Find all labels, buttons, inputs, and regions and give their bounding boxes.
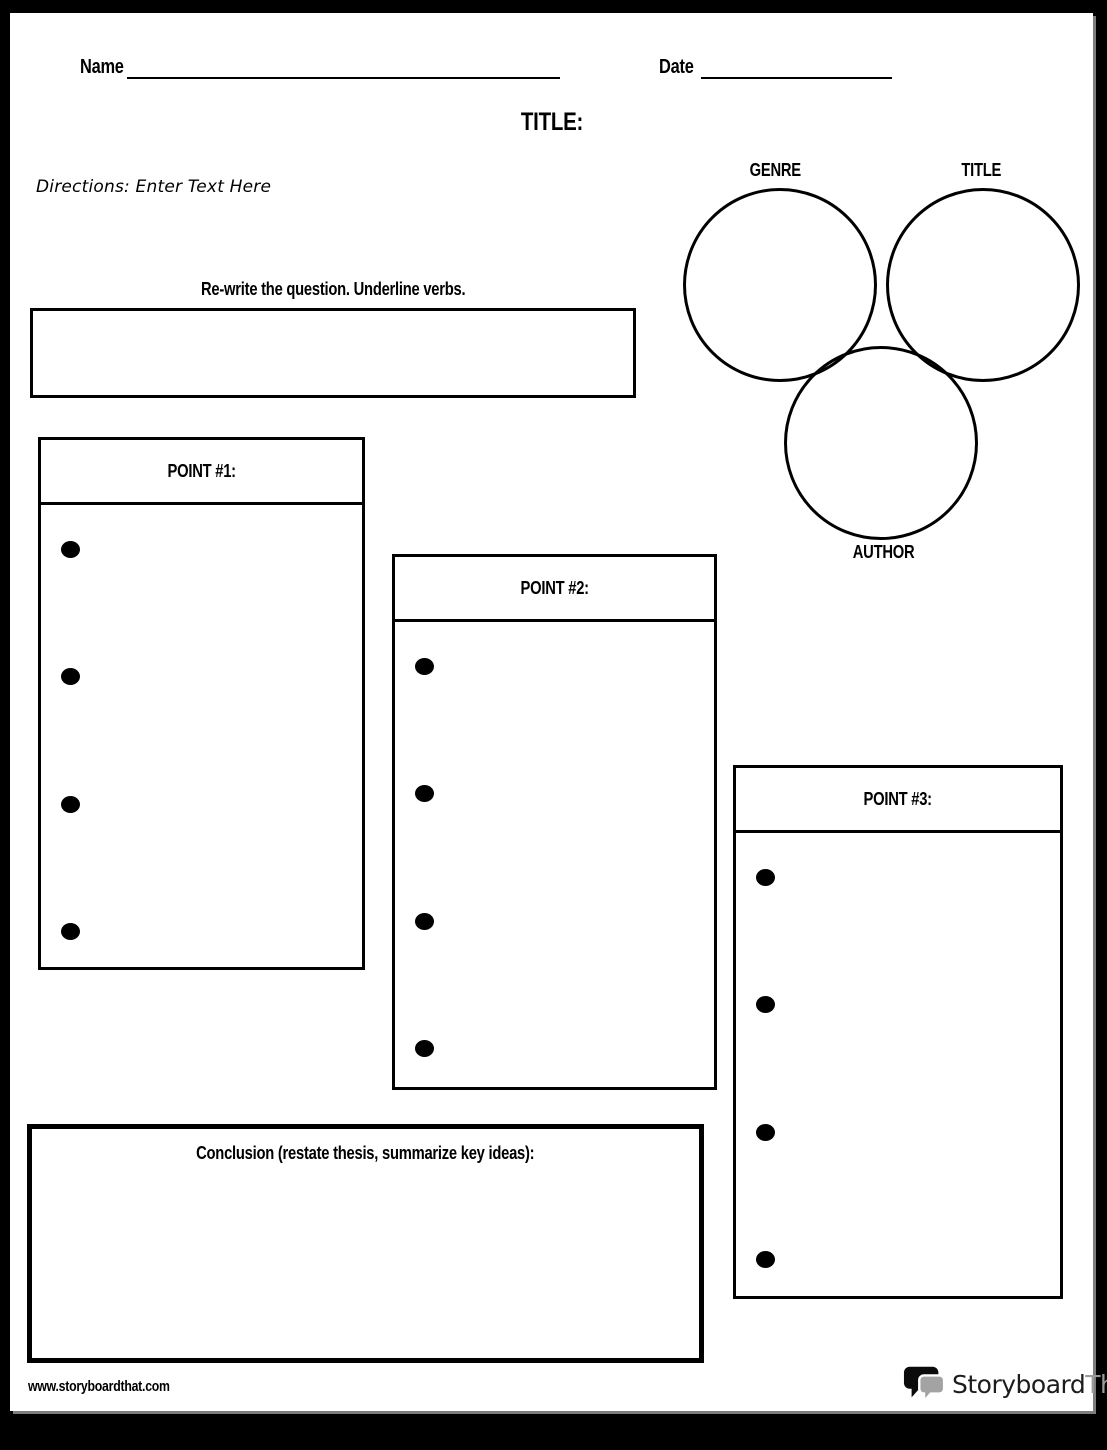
- point-3-label: POINT #3:: [863, 788, 933, 809]
- bullet-dot-icon: [61, 796, 80, 813]
- bullet-dot-icon: [415, 1040, 434, 1057]
- name-label: Name: [80, 56, 133, 79]
- date-label-text: Date: [659, 56, 694, 78]
- storyboardthat-logo: StoryboardThat: [903, 1362, 1107, 1406]
- logo-wordmark-secondary: That: [1085, 1369, 1107, 1399]
- point-2-body[interactable]: [395, 622, 714, 1087]
- question-heading: Re-write the question. Underline verbs.: [30, 279, 636, 300]
- point-2-label: POINT #2:: [520, 577, 589, 598]
- bullet-dot-icon: [61, 668, 80, 685]
- speech-bubbles-icon: [903, 1366, 946, 1404]
- bullet-dot-icon: [415, 658, 434, 675]
- point-2-header: POINT #2:: [395, 557, 714, 622]
- bullet-dot-icon: [61, 923, 80, 940]
- directions-text: Directions: Enter Text Here: [36, 177, 272, 197]
- date-label: Date: [659, 56, 701, 79]
- bullet-dot-icon: [415, 785, 434, 802]
- page-title: TITLE:: [10, 108, 1093, 137]
- genre-circle-label: GENRE: [749, 160, 801, 180]
- logo-wordmark-primary: Storyboard: [952, 1369, 1086, 1399]
- title-circle-label: TITLE: [961, 160, 1001, 180]
- bullet-dot-icon: [756, 996, 775, 1013]
- genre-circle[interactable]: [683, 188, 877, 382]
- author-circle[interactable]: [784, 346, 978, 540]
- question-answer-box[interactable]: [30, 308, 636, 398]
- bullet-dot-icon: [756, 869, 775, 886]
- name-input-line[interactable]: [127, 77, 560, 79]
- conclusion-heading: Conclusion (restate thesis, summarize ke…: [32, 1129, 699, 1164]
- website-url: www.storyboardthat.com: [28, 1378, 201, 1396]
- conclusion-box[interactable]: Conclusion (restate thesis, summarize ke…: [27, 1124, 704, 1363]
- point-1-label: POINT #1:: [167, 460, 236, 481]
- bullet-dot-icon: [756, 1124, 775, 1141]
- bullet-dot-icon: [61, 541, 80, 558]
- website-url-text: www.storyboardthat.com: [28, 1378, 170, 1395]
- point-1-header: POINT #1:: [41, 440, 362, 505]
- date-input-line[interactable]: [701, 77, 892, 79]
- point-1-box[interactable]: POINT #1:: [38, 437, 365, 970]
- bullet-dot-icon: [415, 913, 434, 930]
- point-3-box[interactable]: POINT #3:: [733, 765, 1063, 1299]
- point-1-body[interactable]: [41, 505, 362, 967]
- author-circle-label: AUTHOR: [853, 542, 915, 562]
- point-2-box[interactable]: POINT #2:: [392, 554, 717, 1090]
- point-3-header: POINT #3:: [736, 768, 1060, 833]
- question-heading-text: Re-write the question. Underline verbs.: [200, 279, 466, 299]
- title-circle[interactable]: [886, 188, 1080, 382]
- conclusion-heading-text: Conclusion (restate thesis, summarize ke…: [196, 1143, 535, 1163]
- name-label-text: Name: [80, 56, 124, 78]
- logo-wordmark: StoryboardThat: [952, 1370, 1107, 1399]
- page-title-text: TITLE:: [520, 108, 583, 136]
- point-3-body[interactable]: [736, 833, 1060, 1296]
- bullet-dot-icon: [756, 1251, 775, 1268]
